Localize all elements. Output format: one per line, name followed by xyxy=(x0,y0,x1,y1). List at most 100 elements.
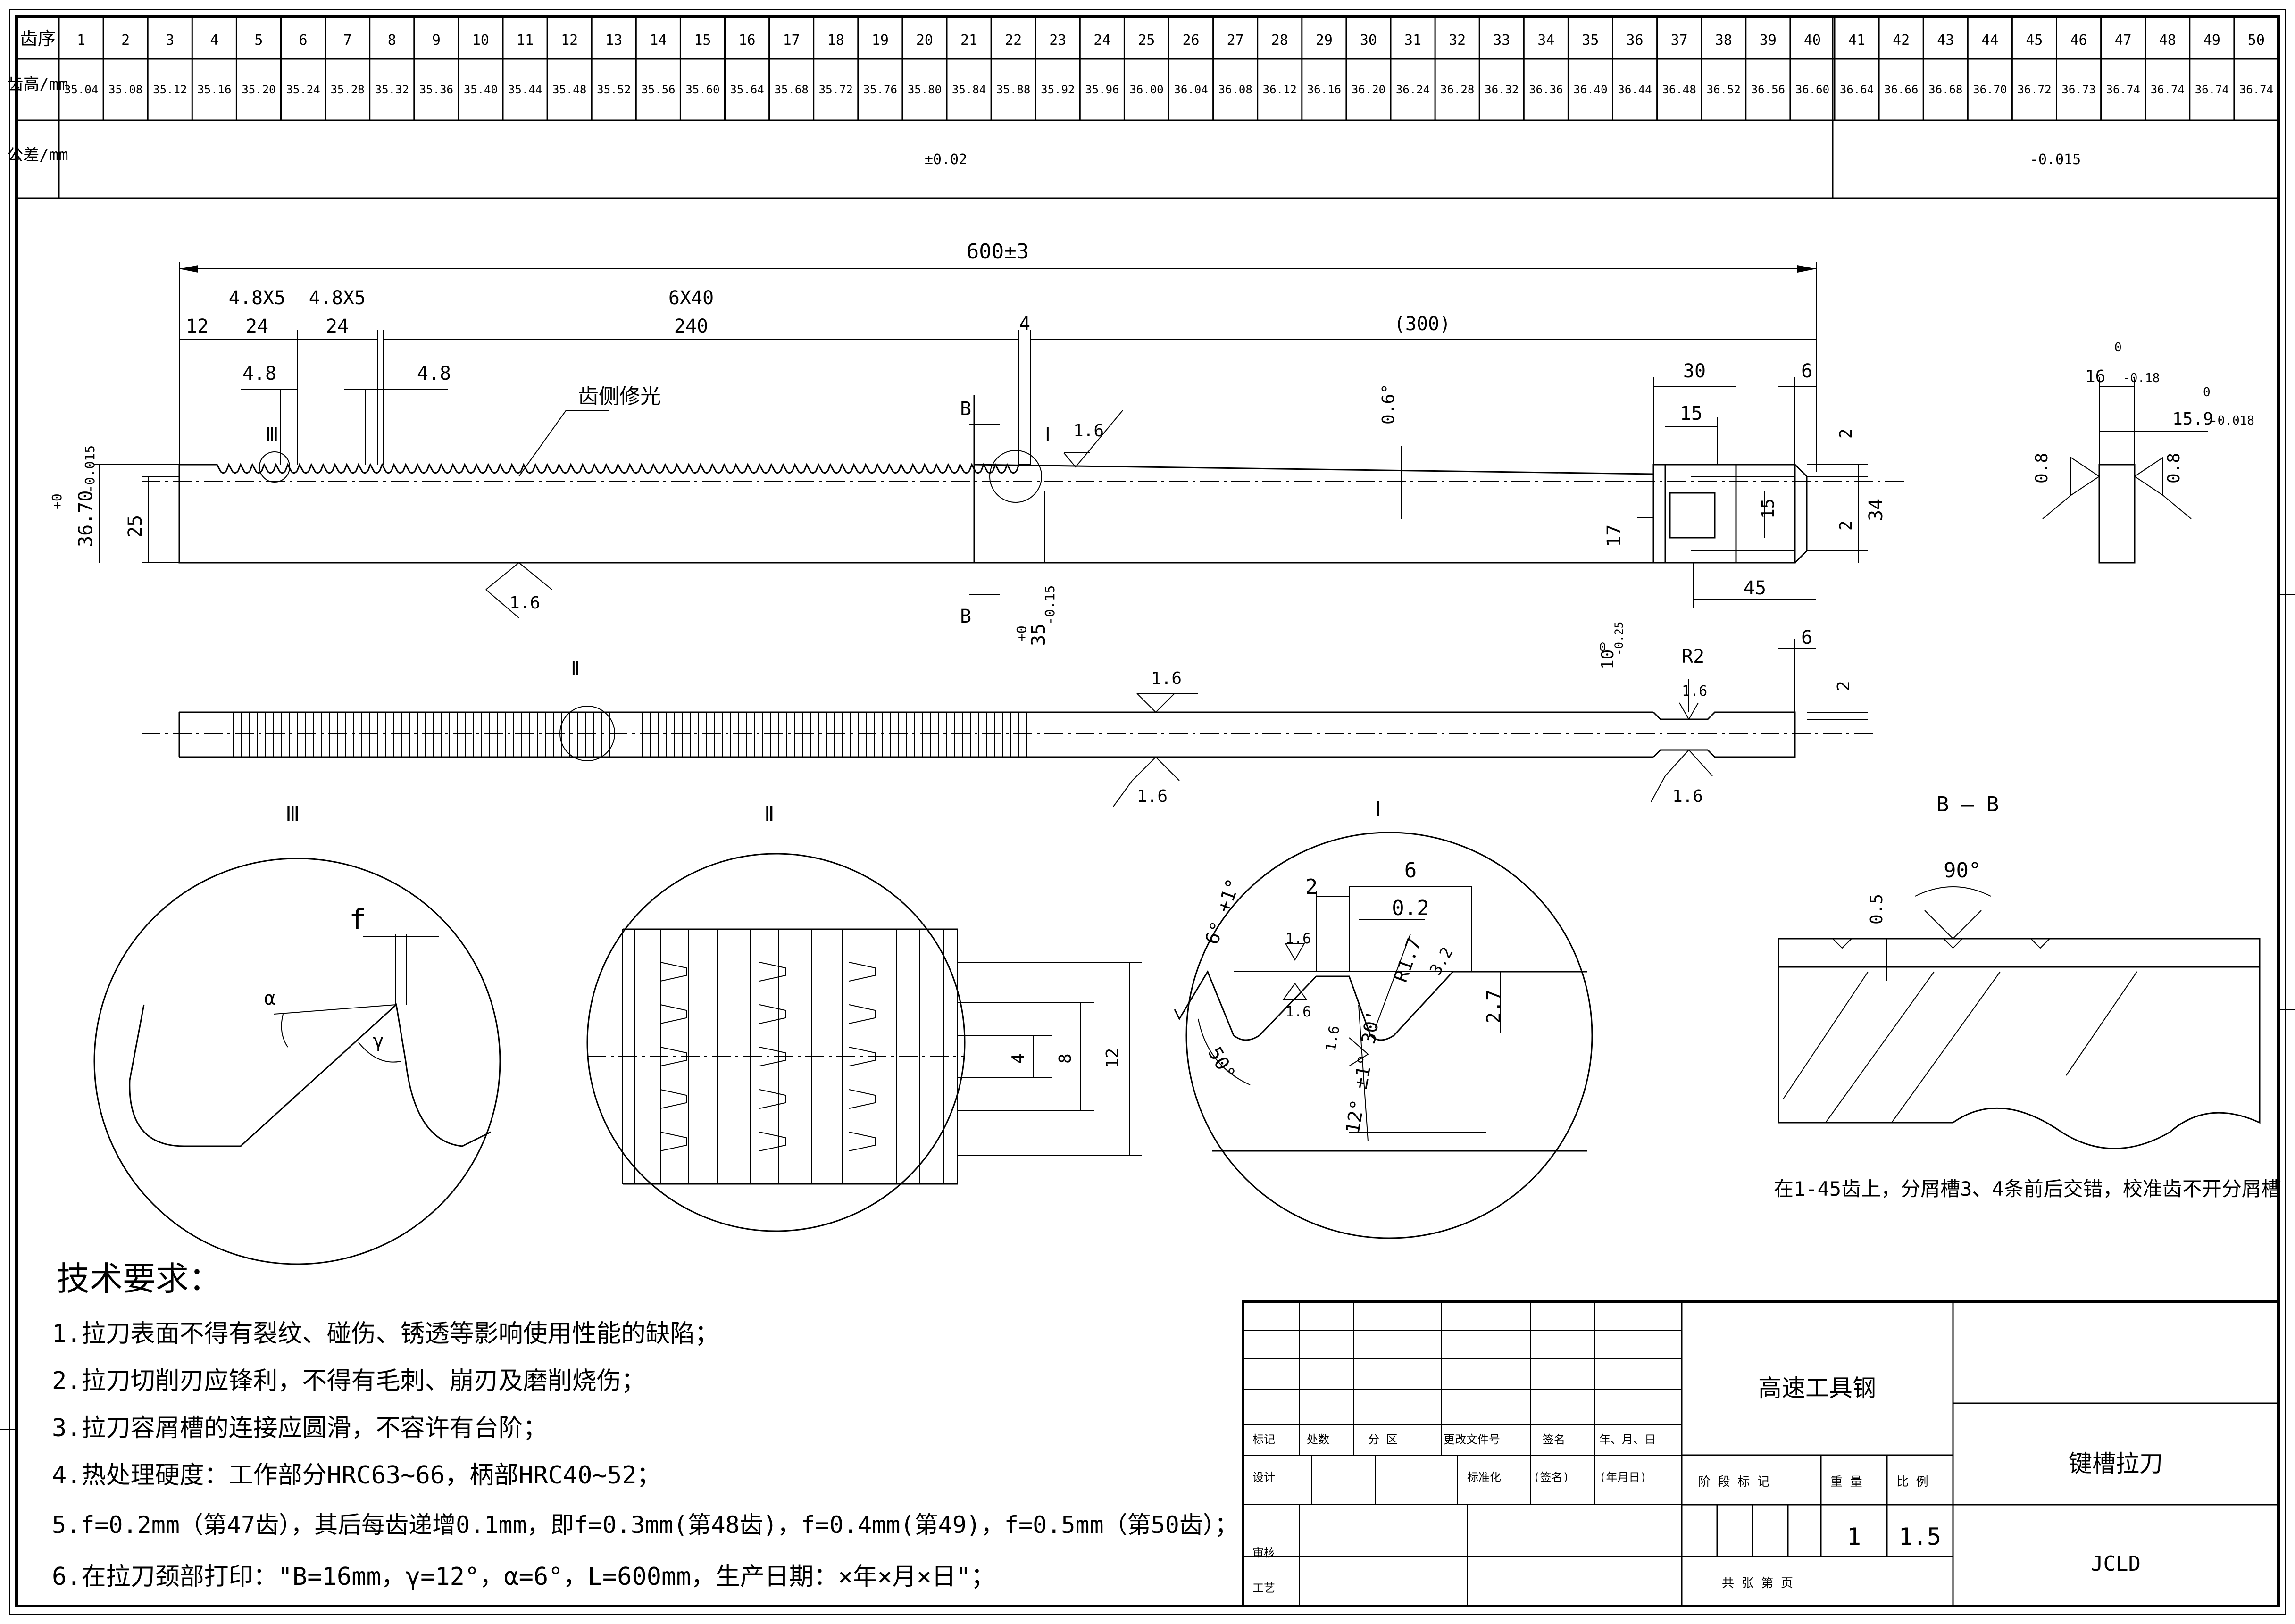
dim-4-8x5-b: 4.8X5 xyxy=(309,287,366,309)
dim-4-8-a: 4.8 xyxy=(242,363,276,384)
tooth-height: 35.12 xyxy=(153,83,187,96)
tooth-number: 28 xyxy=(1271,32,1288,49)
tooth-number: 13 xyxy=(605,32,622,49)
detail-i-title: Ⅰ xyxy=(1375,797,1381,821)
tooth-number: 17 xyxy=(783,32,800,49)
section-bb-dim-0-5: 0.5 xyxy=(1867,894,1886,924)
tooth-height: 36.70 xyxy=(1973,83,2007,96)
tooth-height: 35.96 xyxy=(1085,83,1119,96)
label-iii-main: Ⅲ xyxy=(266,424,279,446)
requirements-title: 技术要求： xyxy=(57,1259,222,1298)
tb-sign2: (签名) xyxy=(1533,1471,1569,1484)
tooth-height: 36.08 xyxy=(1218,83,1252,96)
tooth-height: 36.28 xyxy=(1440,83,1474,96)
tooth-height: 36.40 xyxy=(1573,83,1607,96)
tooth-height: 36.56 xyxy=(1751,83,1785,96)
tooth-height: 36.60 xyxy=(1795,83,1829,96)
dim-0-6-deg: 0.6° xyxy=(1379,383,1398,425)
tb-header-date: 年、月、日 xyxy=(1599,1433,1656,1446)
tooth-height: 35.24 xyxy=(286,83,320,96)
detail-i-ra-a: 1.6 xyxy=(1285,931,1311,947)
tooth-number: 40 xyxy=(1804,32,1821,49)
tooth-number: 11 xyxy=(517,32,534,49)
section-bb-angle-90: 90° xyxy=(1944,858,1981,883)
tooth-height: 35.20 xyxy=(242,83,275,96)
tooth-number: 10 xyxy=(472,32,489,49)
tooth-height: 36.24 xyxy=(1396,83,1430,96)
dim-30: 30 xyxy=(1683,360,1706,382)
tb-scale-value: 1.5 xyxy=(1899,1523,1941,1550)
tooth-number: 7 xyxy=(343,32,352,49)
tooth-number: 2 xyxy=(121,32,130,49)
tooth-number: 31 xyxy=(1404,32,1421,49)
tooth-height: 35.40 xyxy=(464,83,498,96)
detail-i-ra-b: 1.6 xyxy=(1285,1004,1311,1020)
requirement-3: 3.拉刀容屑槽的连接应圆滑，不容许有台阶； xyxy=(52,1414,548,1442)
dim-16-tol-up: 0 xyxy=(2114,341,2122,355)
tooth-number: 41 xyxy=(1848,32,1865,49)
dim-34: 34 xyxy=(1865,499,1887,521)
dim-240: 240 xyxy=(674,316,708,337)
tooth-number: 29 xyxy=(1316,32,1333,49)
dim-35: 35 xyxy=(1028,624,1050,646)
tb-date2: (年月日) xyxy=(1599,1471,1647,1484)
material: 高速工具钢 xyxy=(1758,1374,1876,1402)
tooth-number: 21 xyxy=(960,32,977,49)
dim-17: 17 xyxy=(1603,525,1625,547)
tooth-height: 35.64 xyxy=(730,83,764,96)
shank-outline xyxy=(1652,464,1796,564)
tolerance-teeth-41-50: -0.015 xyxy=(2030,151,2081,168)
tooth-number: 18 xyxy=(827,32,844,49)
requirement-5: 5.f=0.2mm（第47齿），其后每齿递增0.1mm，即f=0.3mm(第48… xyxy=(52,1511,1238,1539)
tooth-height: 36.36 xyxy=(1529,83,1563,96)
tooth-height: 36.16 xyxy=(1307,83,1341,96)
tb-process: 工艺 xyxy=(1252,1582,1275,1595)
tooth-height: 35.08 xyxy=(108,83,142,96)
tooth-number: 3 xyxy=(166,32,174,49)
dim-12: 12 xyxy=(186,316,209,337)
tooth-height: 35.72 xyxy=(819,83,853,96)
dim-45: 45 xyxy=(1744,577,1766,599)
tolerance-teeth-1-40: ±0.02 xyxy=(925,151,967,168)
dim-36-70-tol-up: +0 xyxy=(49,493,65,509)
tooth-number: 5 xyxy=(254,32,263,49)
tooth-height: 35.92 xyxy=(1041,83,1075,96)
tooth-number: 14 xyxy=(650,32,667,49)
dim-2-b: 2 xyxy=(1836,520,1856,531)
detail-ii-dim-12: 12 xyxy=(1103,1048,1122,1068)
tooth-height: 35.76 xyxy=(863,83,897,96)
tooth-height: 35.16 xyxy=(197,83,231,96)
tooth-number: 50 xyxy=(2248,32,2265,49)
title-block-grid xyxy=(1243,1302,1682,1606)
detail-i-angle-12: 12° ±1° 30' xyxy=(1342,1008,1385,1135)
section-bb-outline xyxy=(1778,938,2261,1149)
tooth-number: 6 xyxy=(299,32,308,49)
dim-10: 10 xyxy=(1598,650,1618,670)
tooth-height: 35.44 xyxy=(508,83,542,96)
tooth-number: 45 xyxy=(2026,32,2043,49)
tooth-number: 35 xyxy=(1582,32,1599,49)
table-row2-label: 齿高/mm xyxy=(7,75,68,94)
title-block: 高速工具钢 键槽拉刀 JCLD 标记 处数 分 区 更改文件号 签名 年、月、日… xyxy=(1242,1300,2280,1607)
part-name: 键槽拉刀 xyxy=(2069,1450,2163,1477)
note-tooth-side-polish: 齿侧修光 xyxy=(578,384,661,408)
dim-15-vertical: 15 xyxy=(1759,499,1778,519)
dim-15: 15 xyxy=(1680,403,1702,425)
dim-6-top: 6 xyxy=(1801,627,1812,649)
tooth-height: 35.68 xyxy=(775,83,809,96)
tb-header-doc: 更改文件号 xyxy=(1444,1433,1500,1446)
cutting-teeth xyxy=(179,463,1031,474)
tb-scale: 比 例 xyxy=(1896,1475,1928,1489)
roughness-symbol xyxy=(2134,457,2163,496)
dim-4-8x5-a: 4.8X5 xyxy=(229,287,285,309)
detail-circle-ii xyxy=(559,706,615,761)
tooth-number: 42 xyxy=(1893,32,1910,49)
roughness-symbol xyxy=(1132,756,1180,781)
tb-header-count: 处数 xyxy=(1307,1433,1329,1446)
neck-top-edge xyxy=(974,464,1654,475)
radius-r2: R2 xyxy=(1682,646,1704,667)
tooth-height: 35.32 xyxy=(375,83,409,96)
tooth-number: 16 xyxy=(738,32,755,49)
